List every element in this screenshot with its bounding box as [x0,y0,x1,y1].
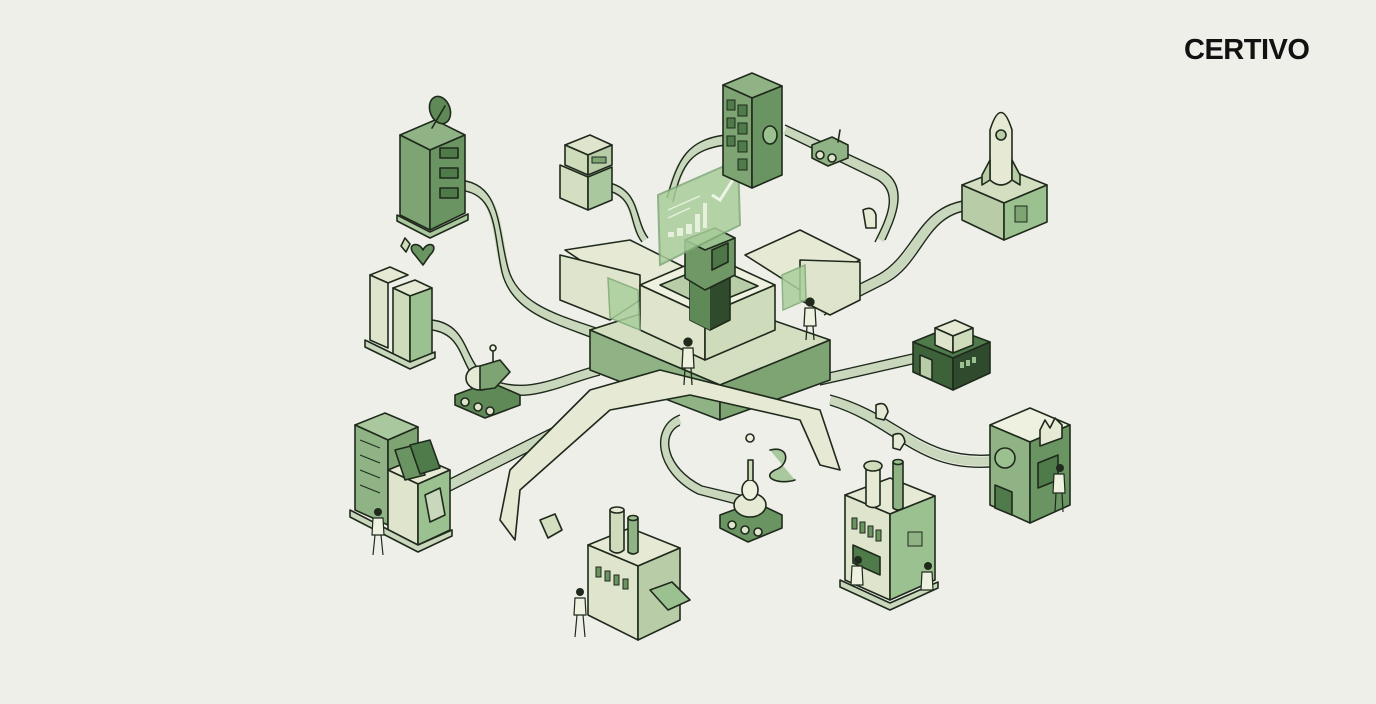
tracked-robot-left [454,344,521,419]
server-tower [722,72,783,189]
factory-right [839,458,939,611]
satellite-server [396,95,469,239]
small-terminal [559,134,613,211]
cable-hooks [862,207,906,451]
processing-building [989,407,1071,524]
dark-building [912,319,991,391]
hub-workers [681,297,817,386]
cable-tram [811,129,849,167]
rocket-launcher [961,111,1048,241]
factory-left [539,506,691,641]
hub-side-screens [607,263,807,332]
dashboard-screen [656,158,742,267]
certivo-logo: CERTIVO [1184,34,1310,66]
server-racks [364,237,436,370]
drill-robot [719,433,796,543]
sorting-machine [349,412,453,556]
